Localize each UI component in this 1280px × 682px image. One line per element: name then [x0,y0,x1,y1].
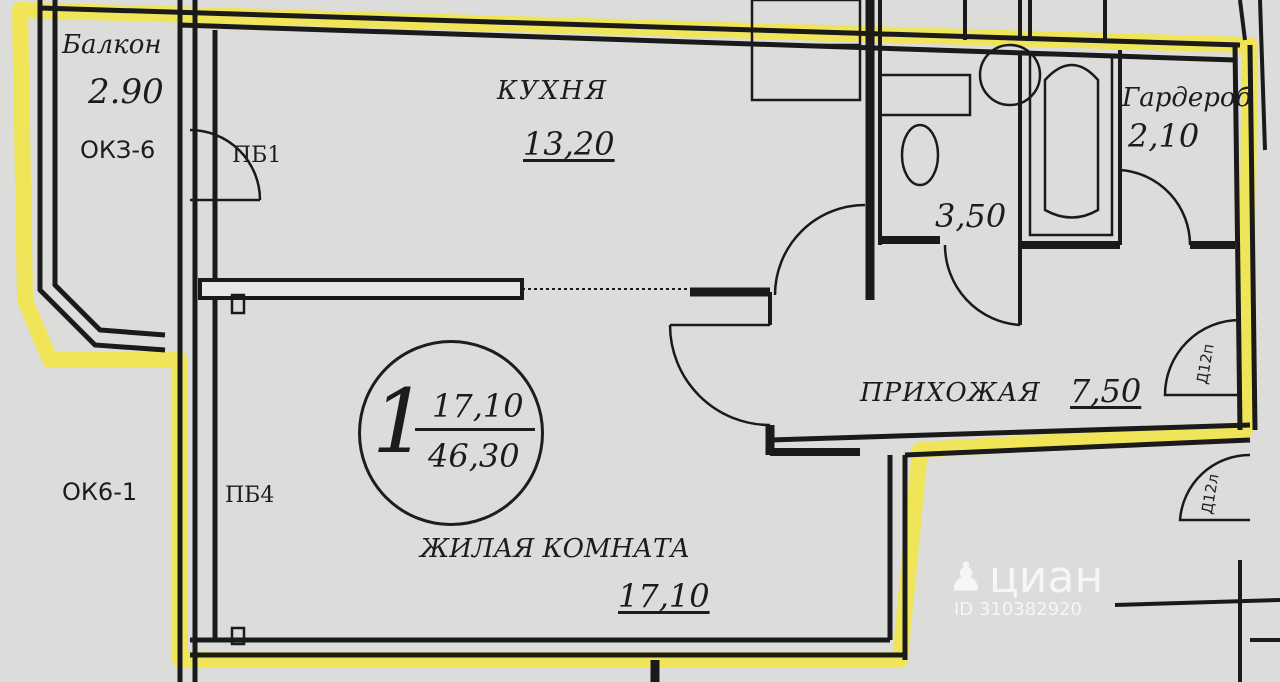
cian-watermark: ♟ циан ID 310382920 [948,552,1103,620]
outer-walls [37,0,1258,682]
wardrobe-name: Гардероб [1122,83,1252,113]
living-room-area: 17,10 [618,577,710,615]
watermark-id: ID 310382920 [954,599,1082,620]
badge-divider [415,428,535,431]
badge-total-area: 46,30 [428,437,520,475]
hallway-area: 7,50 [1070,372,1142,410]
balcony-area: 2.90 [88,72,164,112]
partition-label-lower: ПБ4 [225,483,275,508]
hallway-name: ПРИХОЖАЯ [860,378,1041,408]
window-label-top: ОКЗ-6 [80,136,156,164]
cian-logo-icon: ♟ [948,554,984,601]
kitchen-name: КУХНЯ [497,76,609,106]
bathtub [1028,53,1114,237]
apartment-badge [358,340,544,526]
bathroom-area: 3,50 [935,197,1007,235]
badge-room-count: 1 [372,370,428,473]
neighbor-walls [650,0,1280,682]
window-label-bottom: ОК6-1 [62,478,138,506]
partition-label-upper: ПБ1 [232,143,282,168]
door-swings [189,128,1251,522]
kitchen-area: 13,20 [523,125,615,163]
badge-living-area: 17,10 [432,387,524,425]
wardrobe-area: 2,10 [1128,117,1200,155]
highlight-outline [12,2,1258,668]
watermark-brand: циан [988,552,1104,603]
kitchen-fixtures [750,0,1042,187]
balcony-name: Балкон [62,30,162,60]
living-room-name: ЖИЛАЯ КОМНАТА [420,534,690,564]
interior-walls [198,0,1235,456]
wall-markers [230,293,246,646]
